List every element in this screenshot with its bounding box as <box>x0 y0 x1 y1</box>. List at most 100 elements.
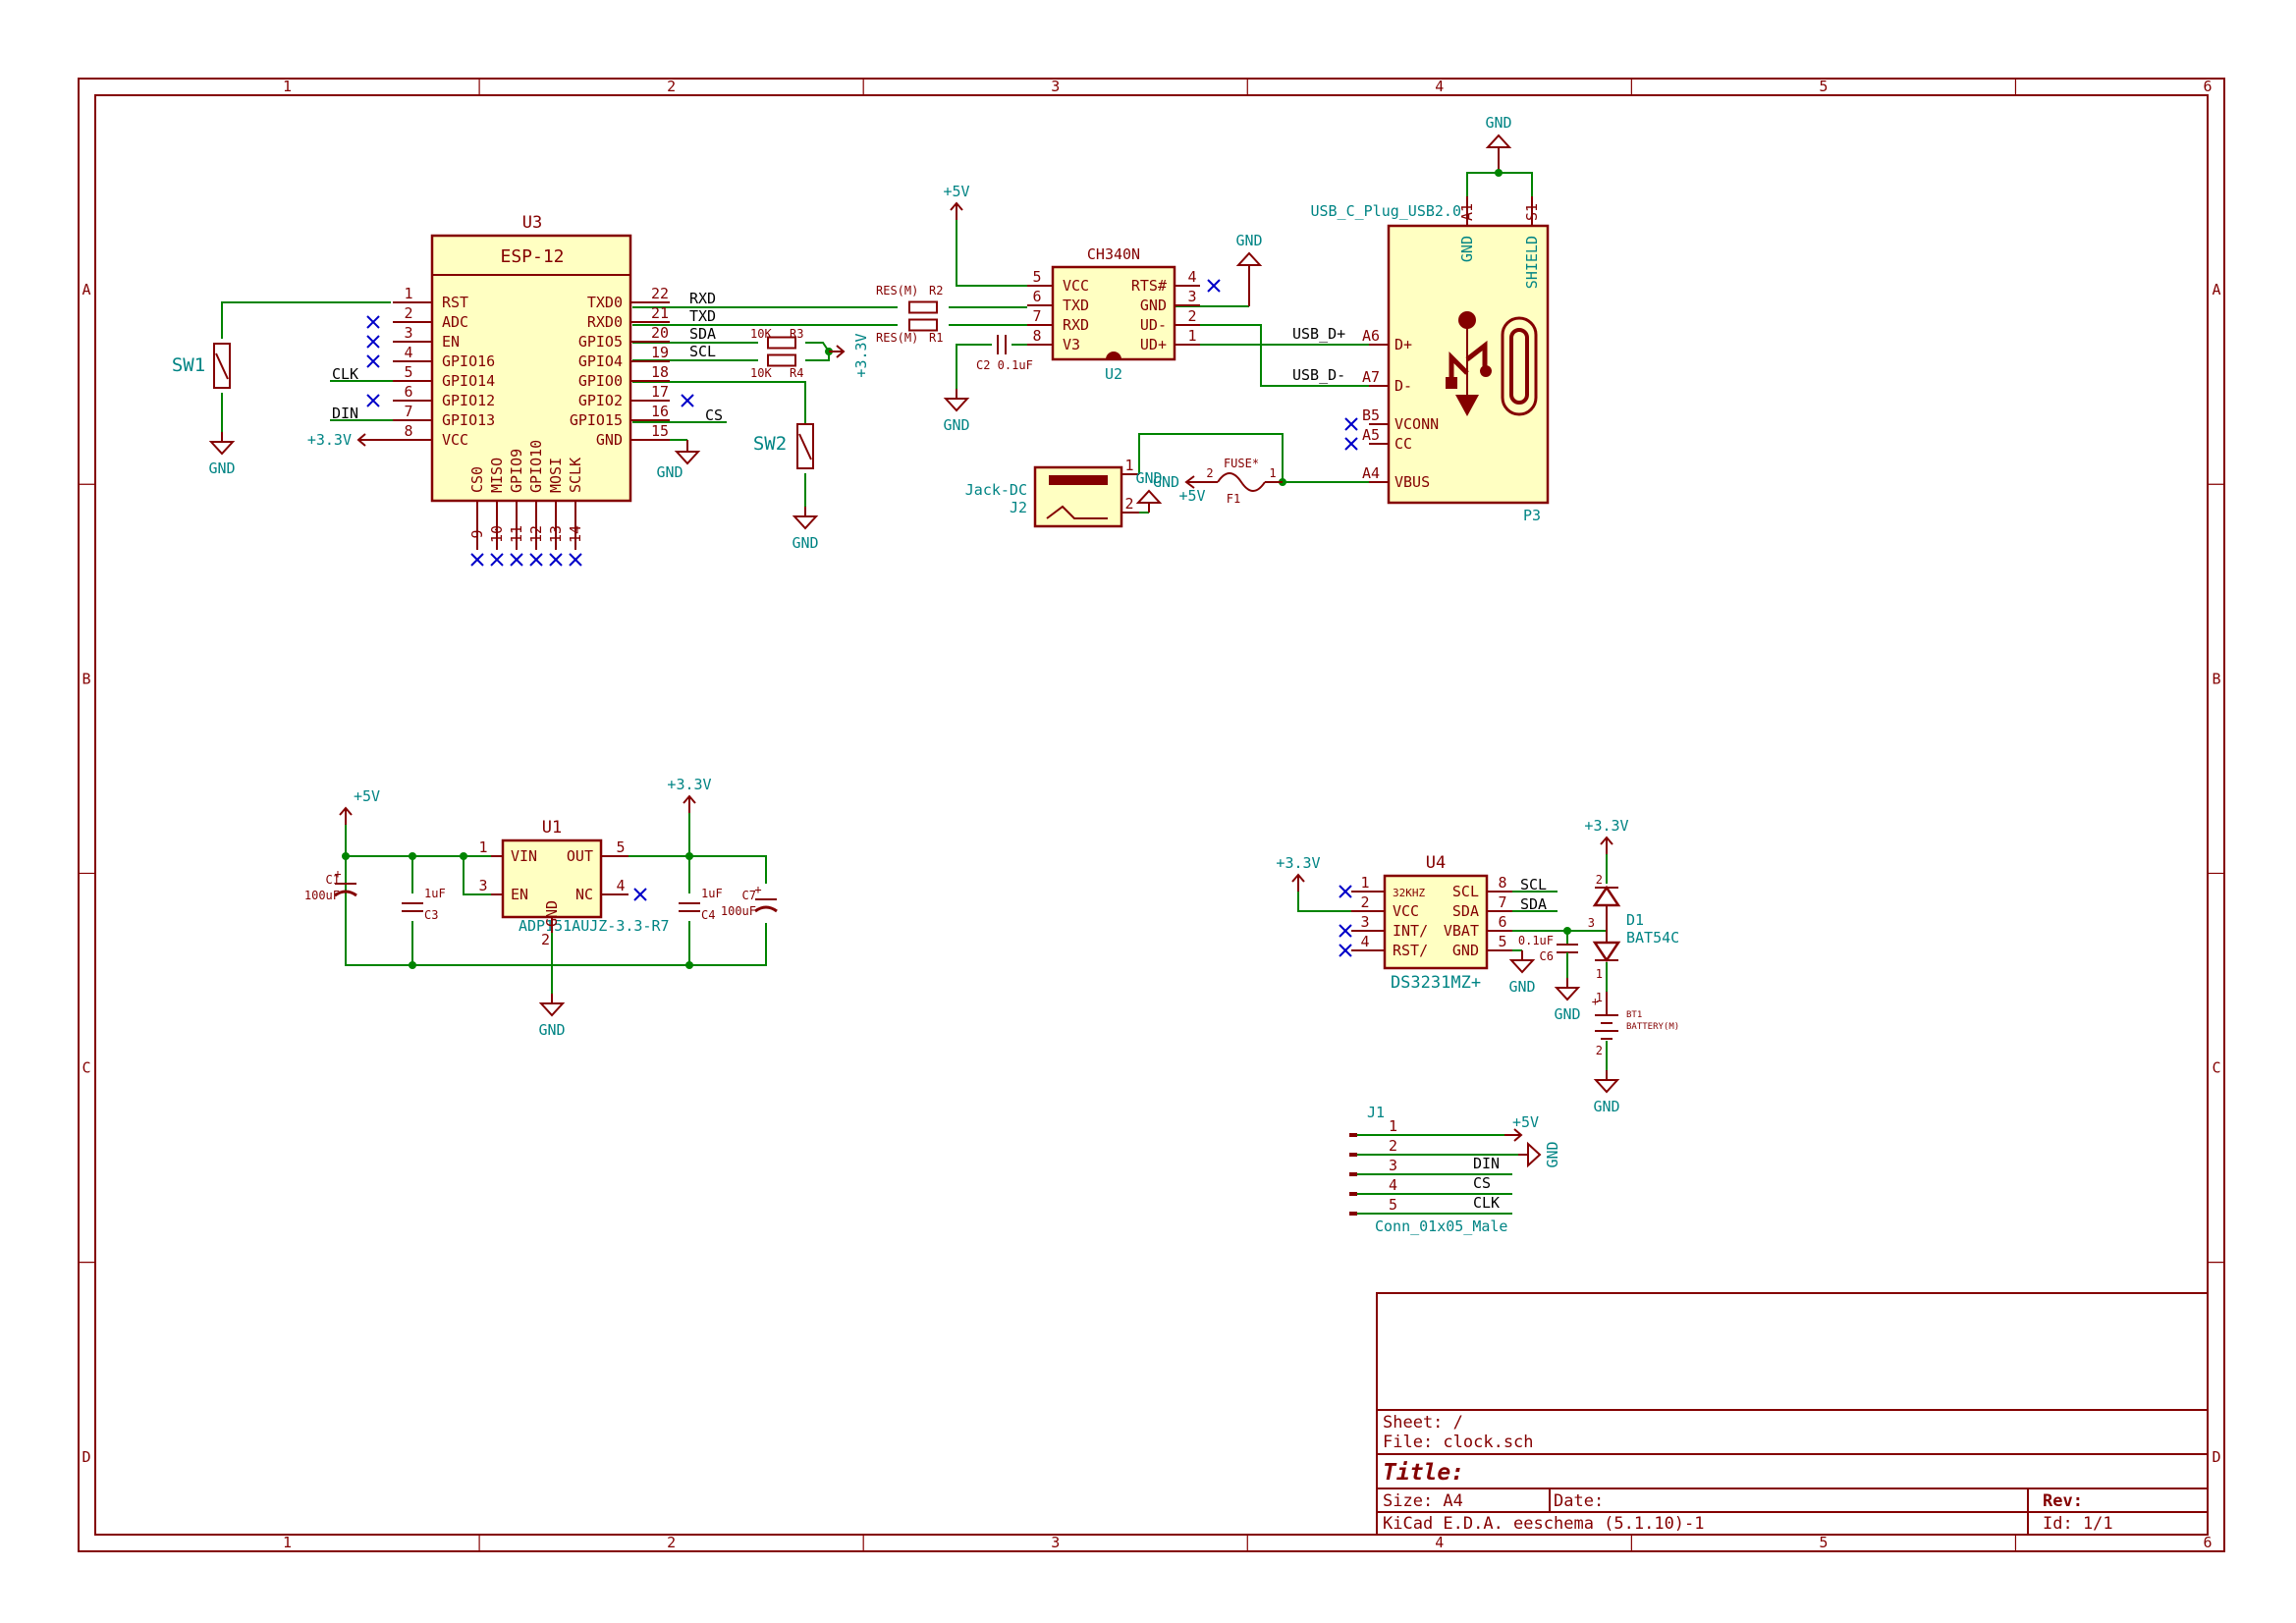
power-flag: +5V <box>1504 1113 1539 1142</box>
j1-pin-stub <box>1349 1212 1357 1216</box>
gnd-label: GND <box>1235 232 1262 249</box>
power-label: +5V <box>1178 487 1205 505</box>
column-marker: 6 <box>2203 1534 2212 1551</box>
no-connect-flag <box>470 553 484 567</box>
j1-pin-number: 3 <box>1389 1157 1397 1174</box>
column-marker: 5 <box>1819 1534 1828 1551</box>
sw2-switch[interactable]: SW2 <box>753 423 814 469</box>
rev-label: Rev: <box>2043 1491 2083 1511</box>
bt1-value: BATTERY(M) <box>1626 1022 1679 1032</box>
row-marker: A <box>2212 281 2220 298</box>
u4-pin-name: SDA <box>1452 902 1479 920</box>
d1-lower <box>1592 941 1621 963</box>
power-label: +3.3V <box>1276 854 1320 872</box>
d1-upper <box>1592 885 1621 907</box>
net-label: SDA <box>689 325 716 343</box>
j2-pin-number: 2 <box>1124 495 1133 513</box>
no-connect-flag <box>1339 885 1352 898</box>
usb-c-tongue-icon <box>1509 328 1529 405</box>
d1-pin-number: 2 <box>1596 873 1603 887</box>
u1-pin-number: 2 <box>541 931 550 948</box>
u2-pin-name: RXD <box>1063 316 1089 334</box>
r2-body <box>908 300 938 314</box>
gnd-symbol: GND <box>1235 232 1263 275</box>
u4-pin-name: VCC <box>1393 902 1419 920</box>
u1-pin-number: 3 <box>478 877 487 894</box>
u4-pin-name: VBAT <box>1444 922 1479 940</box>
net-label: DIN <box>332 405 358 422</box>
r1-resistor[interactable]: RES(M)R1 <box>876 318 943 346</box>
gnd-symbol: GND <box>1485 114 1512 157</box>
wire-rtc-vcc <box>1297 892 1351 912</box>
u4-pin-number: 6 <box>1498 913 1506 931</box>
column-marker: 4 <box>1435 78 1444 95</box>
gnd-label: GND <box>1544 1141 1561 1167</box>
u2-pin-name: UD+ <box>1140 336 1167 353</box>
row-marker: D <box>2212 1448 2220 1466</box>
file-label: File: clock.sch <box>1383 1433 1534 1452</box>
u2-pin-number: 4 <box>1187 268 1196 286</box>
f1-body <box>1217 472 1266 492</box>
u3-pin-name: MISO <box>488 458 506 493</box>
u3-pin-number: 2 <box>404 304 412 322</box>
p3-pin-number: B5 <box>1362 406 1380 424</box>
u3-pin-name: GPIO2 <box>578 392 623 409</box>
u2-pin-number: 5 <box>1032 268 1041 286</box>
usb-icon-square <box>1446 377 1457 389</box>
u2-pin-name: V3 <box>1063 336 1080 353</box>
bt1-polarity: + <box>1592 995 1599 1008</box>
power-label: +5V <box>943 183 969 200</box>
r1-body <box>908 318 938 332</box>
power-flag: +3.3V <box>1584 817 1629 854</box>
wire-u2-vcc <box>956 220 1027 287</box>
u3-pin-number: 14 <box>567 525 584 543</box>
u1-pin-name: VIN <box>511 847 537 865</box>
c1-capacitor-polarity: + <box>334 867 341 881</box>
junction-dot <box>685 852 693 860</box>
row-marker: A <box>82 281 90 298</box>
r2-resistor[interactable]: RES(M)R2 <box>876 284 943 314</box>
net-label: TXD <box>689 307 716 325</box>
gnd-label: GND <box>538 1021 565 1039</box>
sw2-switch-contact <box>798 433 812 460</box>
j2-pin-number: 1 <box>1124 457 1133 474</box>
u4-pin-name: GND <box>1452 942 1479 959</box>
j1-pin-stub <box>1349 1192 1357 1196</box>
row-marker: B <box>82 670 90 687</box>
u3-pin-name: GND <box>596 431 623 449</box>
inner-border <box>94 94 2209 1536</box>
u2-pin-name: TXD <box>1063 297 1089 314</box>
no-connect-flag <box>1207 279 1221 293</box>
sw1-switch[interactable]: SW1 <box>172 343 231 389</box>
j1-pin-number: 2 <box>1389 1137 1397 1155</box>
gnd-label: GND <box>1153 473 1179 491</box>
u1-ref: U1 <box>542 818 562 838</box>
p3-pin-number: A7 <box>1362 368 1380 386</box>
u2-pin-number: 6 <box>1032 288 1041 305</box>
no-connect-flag <box>1339 944 1352 957</box>
net-label: SDA <box>1520 895 1547 913</box>
u4-pin-name: INT/ <box>1393 922 1428 940</box>
net-label: CS <box>705 406 723 424</box>
gnd-label: GND <box>1485 114 1511 132</box>
u4-pin-name: 32KHZ <box>1393 887 1425 899</box>
